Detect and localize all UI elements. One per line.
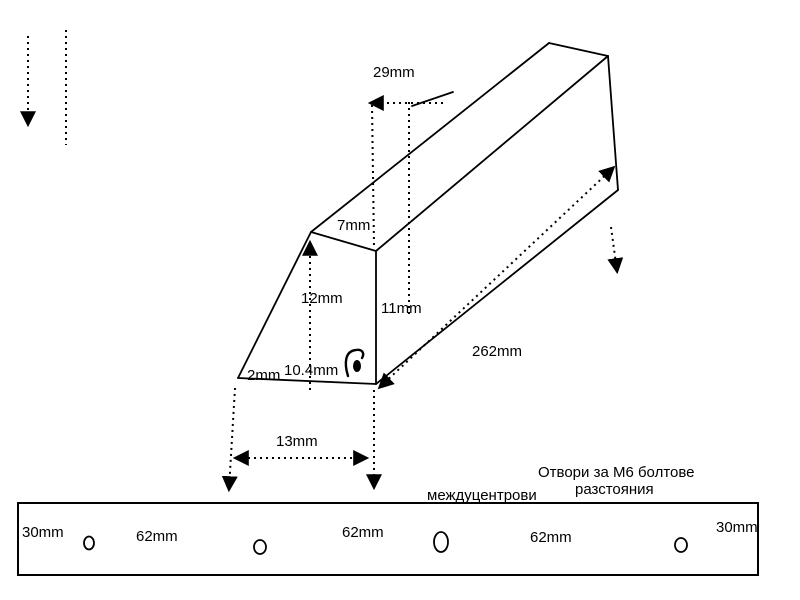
reference-arrows	[20, 30, 67, 145]
label-11mm: 11mm	[381, 300, 422, 317]
plate-label-30mm-right: 30mm	[716, 519, 758, 536]
plate-label-62mm-3: 62mm	[530, 529, 572, 546]
shape-edge	[237, 231, 312, 379]
front-hole-marking	[344, 348, 365, 378]
shape-edge	[310, 231, 377, 252]
label-10-4mm: 10.4mm	[284, 362, 338, 379]
label-7mm: 7mm	[337, 217, 370, 234]
shape-edge	[310, 42, 550, 233]
caption-holes-subtitle: разстояния	[575, 481, 654, 498]
plate-hole	[433, 531, 449, 553]
shape-edge	[607, 55, 619, 191]
plate-label-30mm-left: 30mm	[22, 524, 64, 541]
hole-bracket	[344, 348, 365, 378]
plate-hole	[83, 535, 95, 551]
caption-holes-title: Отвори за M6 болтове	[538, 464, 695, 481]
label-2mm: 2mm	[247, 367, 280, 384]
label-13mm: 13mm	[276, 433, 318, 450]
bolt-hole-dot	[353, 360, 361, 372]
captions: междуцентрови Отвори за M6 болтове разст…	[427, 464, 695, 504]
plate-label-62mm-1: 62mm	[136, 528, 178, 545]
caption-centers: междуцентрови	[427, 487, 537, 504]
dimension-lines	[221, 95, 624, 493]
shape-edge	[548, 42, 609, 57]
plate-label-62mm-2: 62mm	[342, 524, 384, 541]
right-end-arrow	[607, 226, 624, 275]
plate-outline	[17, 502, 759, 576]
plate-hole	[674, 537, 688, 553]
dimension-labels: 29mm 7mm 12mm 11mm 2mm 10.4mm 262mm 13mm	[247, 64, 522, 450]
label-29mm: 29mm	[373, 64, 415, 81]
ext-line-left	[221, 387, 238, 493]
ext-line-29mm	[371, 104, 375, 247]
label-12mm: 12mm	[301, 290, 343, 307]
base-plate: 30mm 62mm 62mm 62mm 30mm	[17, 502, 759, 576]
label-262mm: 262mm	[472, 343, 522, 360]
plate-hole	[253, 539, 267, 555]
shape-edge	[237, 377, 377, 385]
prism-edges	[237, 42, 619, 385]
